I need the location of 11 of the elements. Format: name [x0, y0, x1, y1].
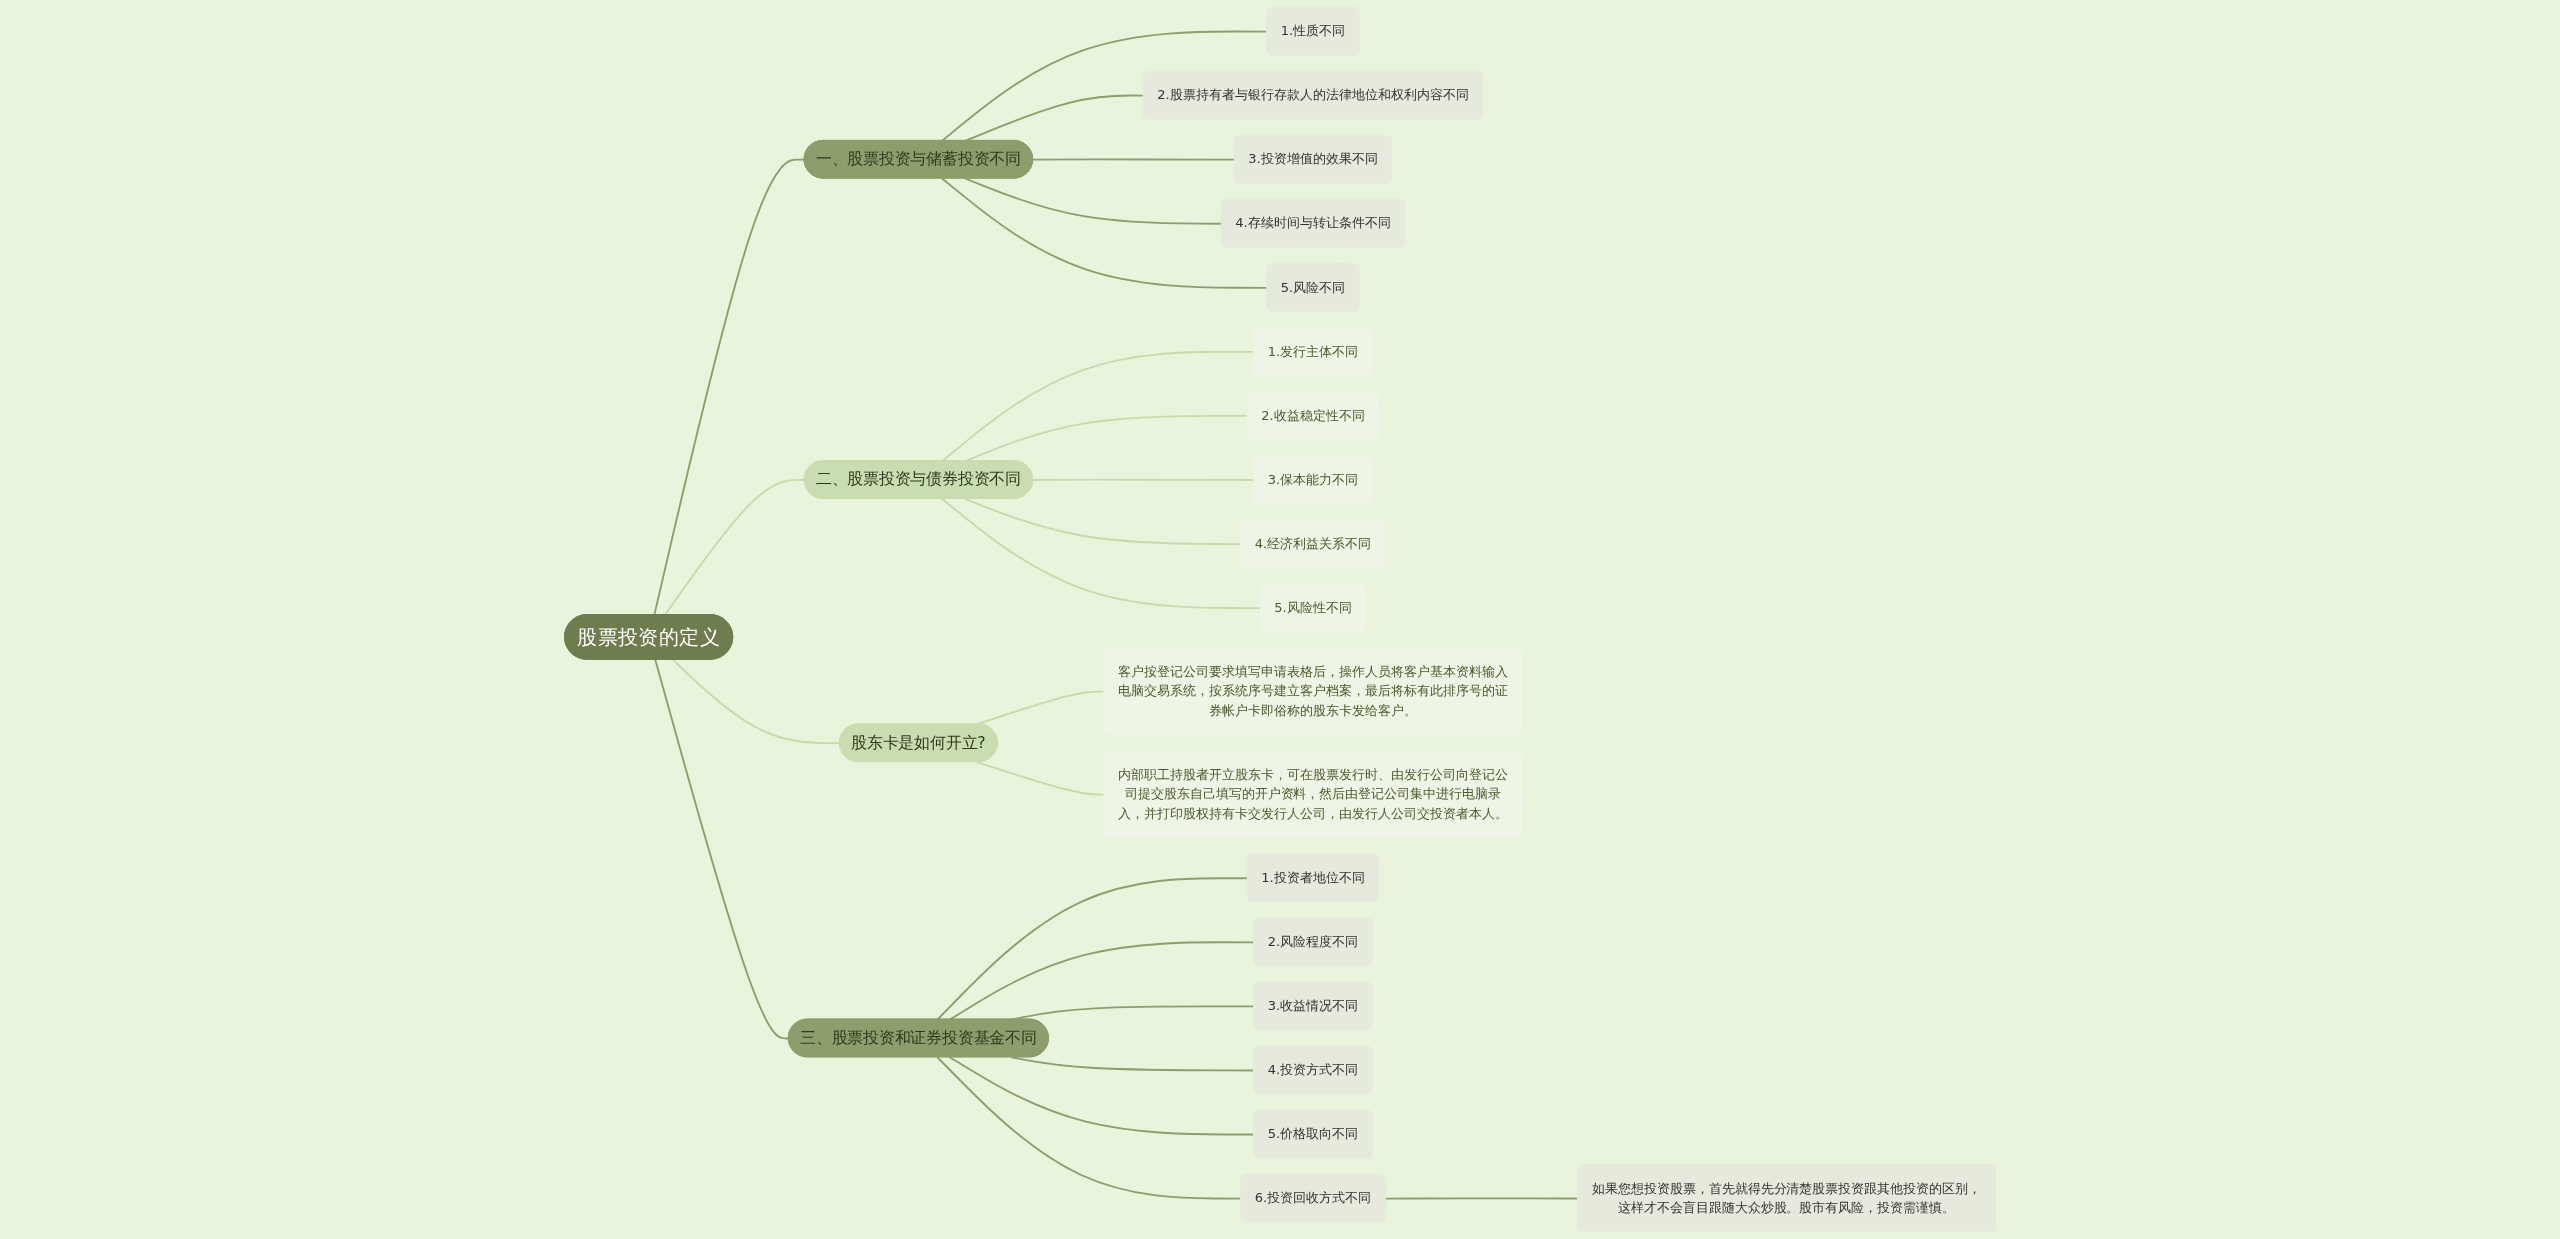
connector	[964, 94, 1145, 142]
connector	[964, 177, 1223, 225]
connector	[1384, 1197, 1579, 1200]
connector	[654, 658, 790, 1040]
connector	[653, 158, 806, 616]
connector	[1032, 158, 1236, 161]
connector	[975, 761, 1106, 796]
connector	[941, 497, 1262, 610]
connector	[936, 877, 1249, 1021]
connector	[671, 658, 841, 745]
connector	[664, 479, 806, 616]
